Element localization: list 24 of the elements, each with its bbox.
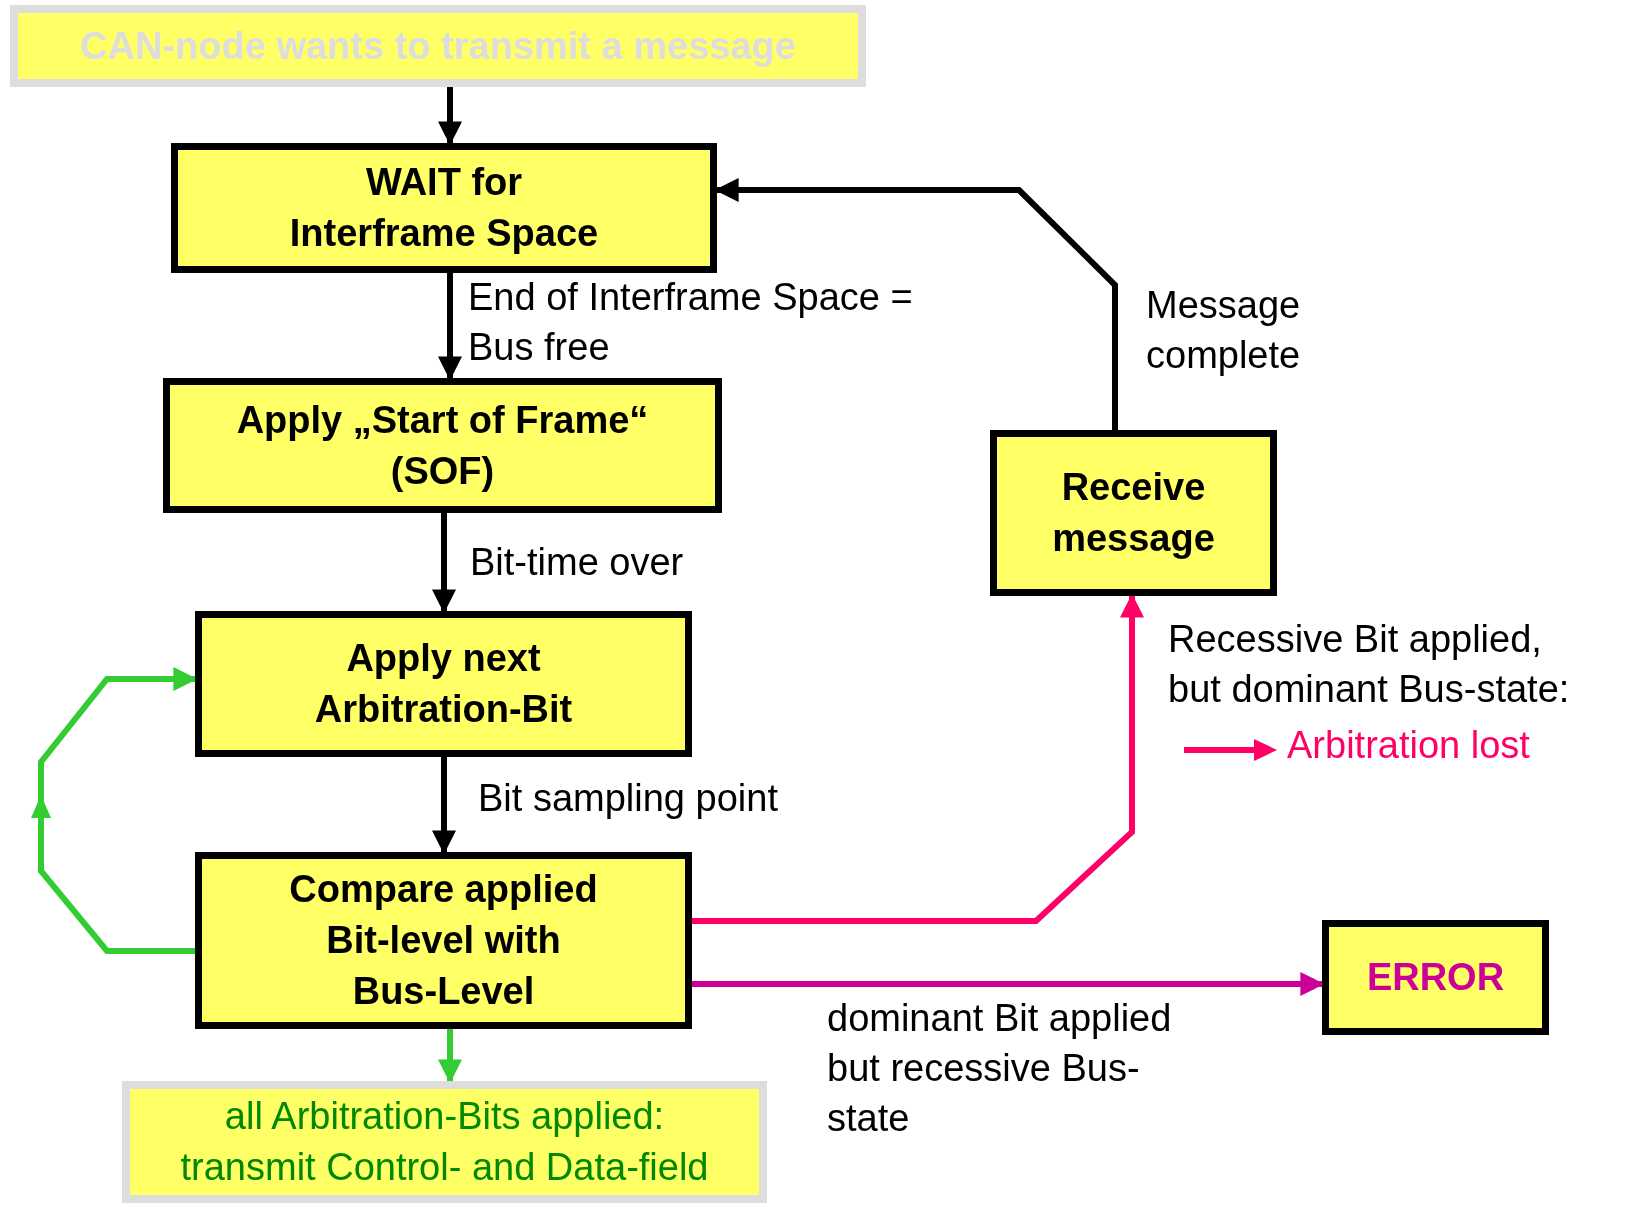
- result-box: [122, 1081, 767, 1203]
- edge-label: Message complete: [1146, 283, 1302, 378]
- process-box: [171, 143, 717, 273]
- edge-label: Bit sampling point: [478, 776, 779, 821]
- process-box: [195, 852, 692, 1029]
- edge-label: dominant Bit applied but recessive Bus-state: [827, 996, 1173, 1141]
- error-box: [1322, 920, 1549, 1035]
- box-label: WAIT for Interframe Space: [288, 160, 600, 256]
- edge-label: Recessive Bit applied, but dominant Bus-state:: [1168, 617, 1571, 712]
- process-box: [990, 430, 1277, 596]
- process-box: [163, 378, 722, 513]
- box-label: ERROR: [1366, 955, 1505, 1000]
- edge-label: Bit-time over: [470, 540, 685, 585]
- box-label: CAN-node wants to transmit a message: [80, 23, 796, 69]
- edge-label: End of Interframe Space = Bus free: [468, 275, 914, 370]
- box-label: Compare applied Bit-level with Bus-Level: [288, 867, 599, 1014]
- box-label: Apply „Start of Frame“ (SOF): [235, 397, 650, 494]
- arrow: [438, 1029, 462, 1084]
- box-label: Receive message: [1051, 465, 1216, 561]
- process-box: [195, 611, 692, 757]
- note-text: Arbitration lost: [1287, 723, 1530, 768]
- box-label: Apply next Arbitration-Bit: [313, 636, 574, 732]
- start-banner: [10, 5, 866, 87]
- box-label: all Arbitration-Bits applied: transmit Control- and Data-field: [179, 1094, 710, 1190]
